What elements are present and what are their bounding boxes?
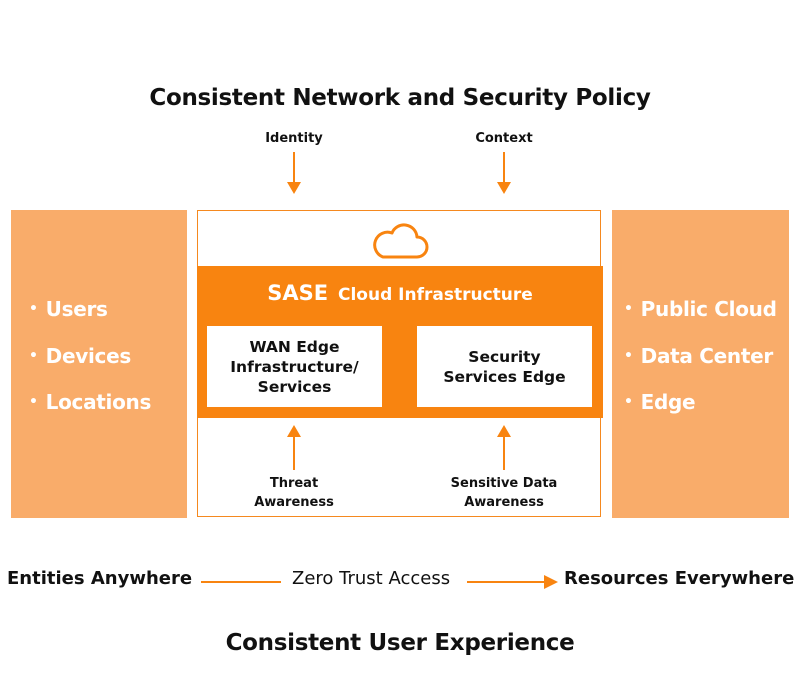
identity-label: Identity [265, 131, 323, 146]
list-item: •Data Center [624, 343, 773, 368]
flow-line [201, 581, 281, 583]
sase-title: SASE Cloud Infrastructure [197, 281, 603, 305]
context-arrow-icon [497, 152, 511, 194]
entities-panel: •Users •Devices •Locations [11, 210, 187, 518]
zero-trust-access-label: Zero Trust Access [292, 568, 451, 589]
list-item: •Edge [624, 390, 696, 414]
wan-edge-box: WAN Edge Infrastructure/ Services [207, 326, 382, 407]
resources-list: •Public Cloud •Data Center •Edge [624, 294, 777, 434]
entities-list: •Users •Devices •Locations [29, 294, 151, 434]
user-experience-title: Consistent User Experience [225, 630, 575, 656]
context-label: Context [475, 131, 533, 146]
security-services-edge-box: Security Services Edge [417, 326, 592, 407]
sase-title-text: Cloud Infrastructure [337, 285, 533, 305]
sensitive-data-arrow-icon [497, 425, 511, 470]
list-item: •Devices [29, 343, 131, 368]
resources-panel: •Public Cloud •Data Center •Edge [612, 210, 789, 518]
flow-arrow-icon [467, 575, 558, 589]
sensitive-data-awareness-label: Sensitive Data Awareness [450, 476, 558, 510]
list-item: •Locations [29, 390, 152, 414]
identity-arrow-icon [287, 152, 301, 194]
list-item: •Users [29, 297, 108, 321]
resources-everywhere-label: Resources Everywhere [564, 568, 795, 589]
list-item: •Public Cloud [624, 297, 777, 321]
policy-title: Consistent Network and Security Policy [149, 85, 651, 111]
sase-acronym: SASE [267, 281, 329, 305]
threat-arrow-icon [287, 425, 301, 470]
entities-anywhere-label: Entities Anywhere [7, 568, 193, 589]
threat-awareness-label: Threat Awareness [254, 476, 334, 510]
cloud-icon [373, 223, 429, 259]
